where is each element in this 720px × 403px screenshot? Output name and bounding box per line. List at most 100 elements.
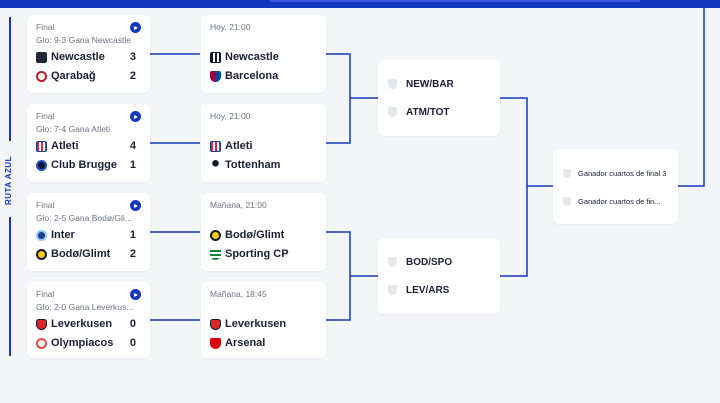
match-card[interactable]: Final Glo: 9-3 Gana Newcastle Newcastle … [27, 15, 150, 93]
leverkusen-crest-icon [210, 318, 221, 330]
top-bar-highlight [270, 0, 640, 2]
quarterfinal-card[interactable]: BOD/SPO LEV/ARS [378, 238, 500, 314]
team-row: Bodø/Glimt [210, 227, 284, 243]
quarterfinal-card[interactable]: NEW/BAR ATM/TOT [378, 60, 500, 136]
match-status: Final [36, 22, 55, 32]
newcastle-crest-icon [210, 51, 221, 63]
fixture-card[interactable]: Hoy, 21:00 Newcastle Barcelona [201, 15, 326, 93]
top-bar [0, 0, 720, 8]
team-name: Olympiacos [51, 337, 114, 349]
semifinal-slot: Ganador cuartos de final 3 [563, 166, 666, 180]
team-row: Barcelona [210, 68, 278, 84]
connector-line [326, 231, 351, 321]
play-icon[interactable] [130, 22, 141, 33]
team-row: Sporting CP [210, 246, 289, 262]
fixture-time: Hoy, 21:00 [210, 22, 251, 32]
slot-label: NEW/BAR [406, 78, 454, 90]
team-name: Sporting CP [225, 248, 289, 260]
leverkusen-crest-icon [36, 318, 47, 330]
team-name: Leverkusen [225, 318, 287, 330]
fixture-card[interactable]: Hoy, 21:00 Atleti Tottenham [201, 104, 326, 182]
team-name: Leverkusen [51, 318, 113, 330]
match-card[interactable]: Final Glo: 2-0 Gana Leverkus... Leverkus… [27, 282, 150, 358]
semifinal-slot: Ganador cuartos de fin... [563, 194, 661, 208]
shield-icon [388, 107, 397, 117]
connector-line [678, 8, 705, 187]
team-score: 0 [129, 337, 136, 349]
inter-crest-icon [36, 229, 47, 241]
team-row: Newcastle [36, 49, 105, 65]
team-score: 1 [129, 159, 136, 171]
semifinal-card[interactable]: Ganador cuartos de final 3 Ganador cuart… [553, 149, 678, 224]
team-name: Qarabağ [51, 70, 96, 82]
team-row: Tottenham [210, 157, 280, 173]
team-row: Newcastle [210, 49, 279, 65]
play-icon[interactable] [130, 200, 141, 211]
connector-line [326, 53, 351, 144]
team-row: Olympiacos [36, 335, 113, 351]
slot-label: BOD/SPO [406, 256, 453, 268]
team-name: Bodø/Glimt [51, 248, 111, 260]
match-status: Final [36, 111, 55, 121]
aggregate-note: Glo: 2-0 Gana Leverkus... [36, 302, 134, 312]
quarterfinal-slot: LEV/ARS [388, 282, 449, 298]
team-name: Atleti [51, 140, 79, 152]
fixture-time: Hoy, 21:00 [210, 111, 251, 121]
aggregate-note: Glo: 7-4 Gana Atleti [36, 124, 111, 134]
fixture-time: Mañana, 18:45 [210, 289, 267, 299]
qarabag-crest-icon [36, 70, 47, 82]
connector-line [500, 97, 528, 277]
team-row: Inter [36, 227, 75, 243]
team-row: Leverkusen [210, 316, 286, 332]
bodo-glimt-crest-icon [36, 248, 47, 260]
team-name: Newcastle [225, 51, 279, 63]
team-row: Leverkusen [36, 316, 112, 332]
team-row: Bodø/Glimt [36, 246, 110, 262]
fixture-card[interactable]: Mañana, 21:00 Bodø/Glimt Sporting CP [201, 193, 326, 271]
match-card[interactable]: Final Glo: 7-4 Gana Atleti Atleti 4 Club… [27, 104, 150, 182]
quarterfinal-slot: BOD/SPO [388, 254, 452, 270]
match-card[interactable]: Final Glo: 2-5 Gana Bodø/Gli... Inter 1 … [27, 193, 150, 271]
route-line [9, 217, 11, 356]
team-name: Tottenham [225, 159, 281, 171]
sporting-crest-icon [210, 248, 221, 260]
team-row: Arsenal [210, 335, 265, 351]
slot-label: ATM/TOT [406, 106, 450, 118]
play-icon[interactable] [130, 289, 141, 300]
team-name: Inter [51, 229, 75, 241]
play-icon[interactable] [130, 111, 141, 122]
team-row: Qarabağ [36, 68, 96, 84]
team-name: Club Brugge [51, 159, 117, 171]
team-score: 4 [129, 140, 136, 152]
team-score: 1 [129, 229, 136, 241]
atleti-crest-icon [210, 140, 221, 152]
shield-icon [563, 168, 571, 178]
slot-label: LEV/ARS [406, 284, 450, 296]
route-line [9, 17, 11, 141]
barcelona-crest-icon [210, 70, 221, 82]
slot-label: Ganador cuartos de final 3 [578, 168, 667, 178]
aggregate-note: Glo: 2-5 Gana Bodø/Gli... [36, 213, 132, 223]
aggregate-note: Glo: 9-3 Gana Newcastle [36, 35, 131, 45]
team-name: Newcastle [51, 51, 105, 63]
olympiacos-crest-icon [36, 337, 47, 349]
bodo-glimt-crest-icon [210, 229, 221, 241]
team-name: Atleti [225, 140, 253, 152]
match-status: Final [36, 200, 55, 210]
team-score: 3 [129, 51, 136, 63]
newcastle-crest-icon [36, 51, 47, 63]
team-row: Atleti [210, 138, 253, 154]
slot-label: Ganador cuartos de fin... [578, 196, 661, 206]
atleti-crest-icon [36, 140, 47, 152]
shield-icon [388, 79, 397, 89]
shield-icon [563, 196, 571, 206]
fixture-time: Mañana, 21:00 [210, 200, 267, 210]
team-score: 2 [129, 70, 136, 82]
team-name: Bodø/Glimt [225, 229, 285, 241]
fixture-card[interactable]: Mañana, 18:45 Leverkusen Arsenal [201, 282, 326, 358]
team-score: 0 [129, 318, 136, 330]
shield-icon [388, 285, 397, 295]
quarterfinal-slot: ATM/TOT [388, 104, 450, 120]
quarterfinal-slot: NEW/BAR [388, 76, 454, 92]
